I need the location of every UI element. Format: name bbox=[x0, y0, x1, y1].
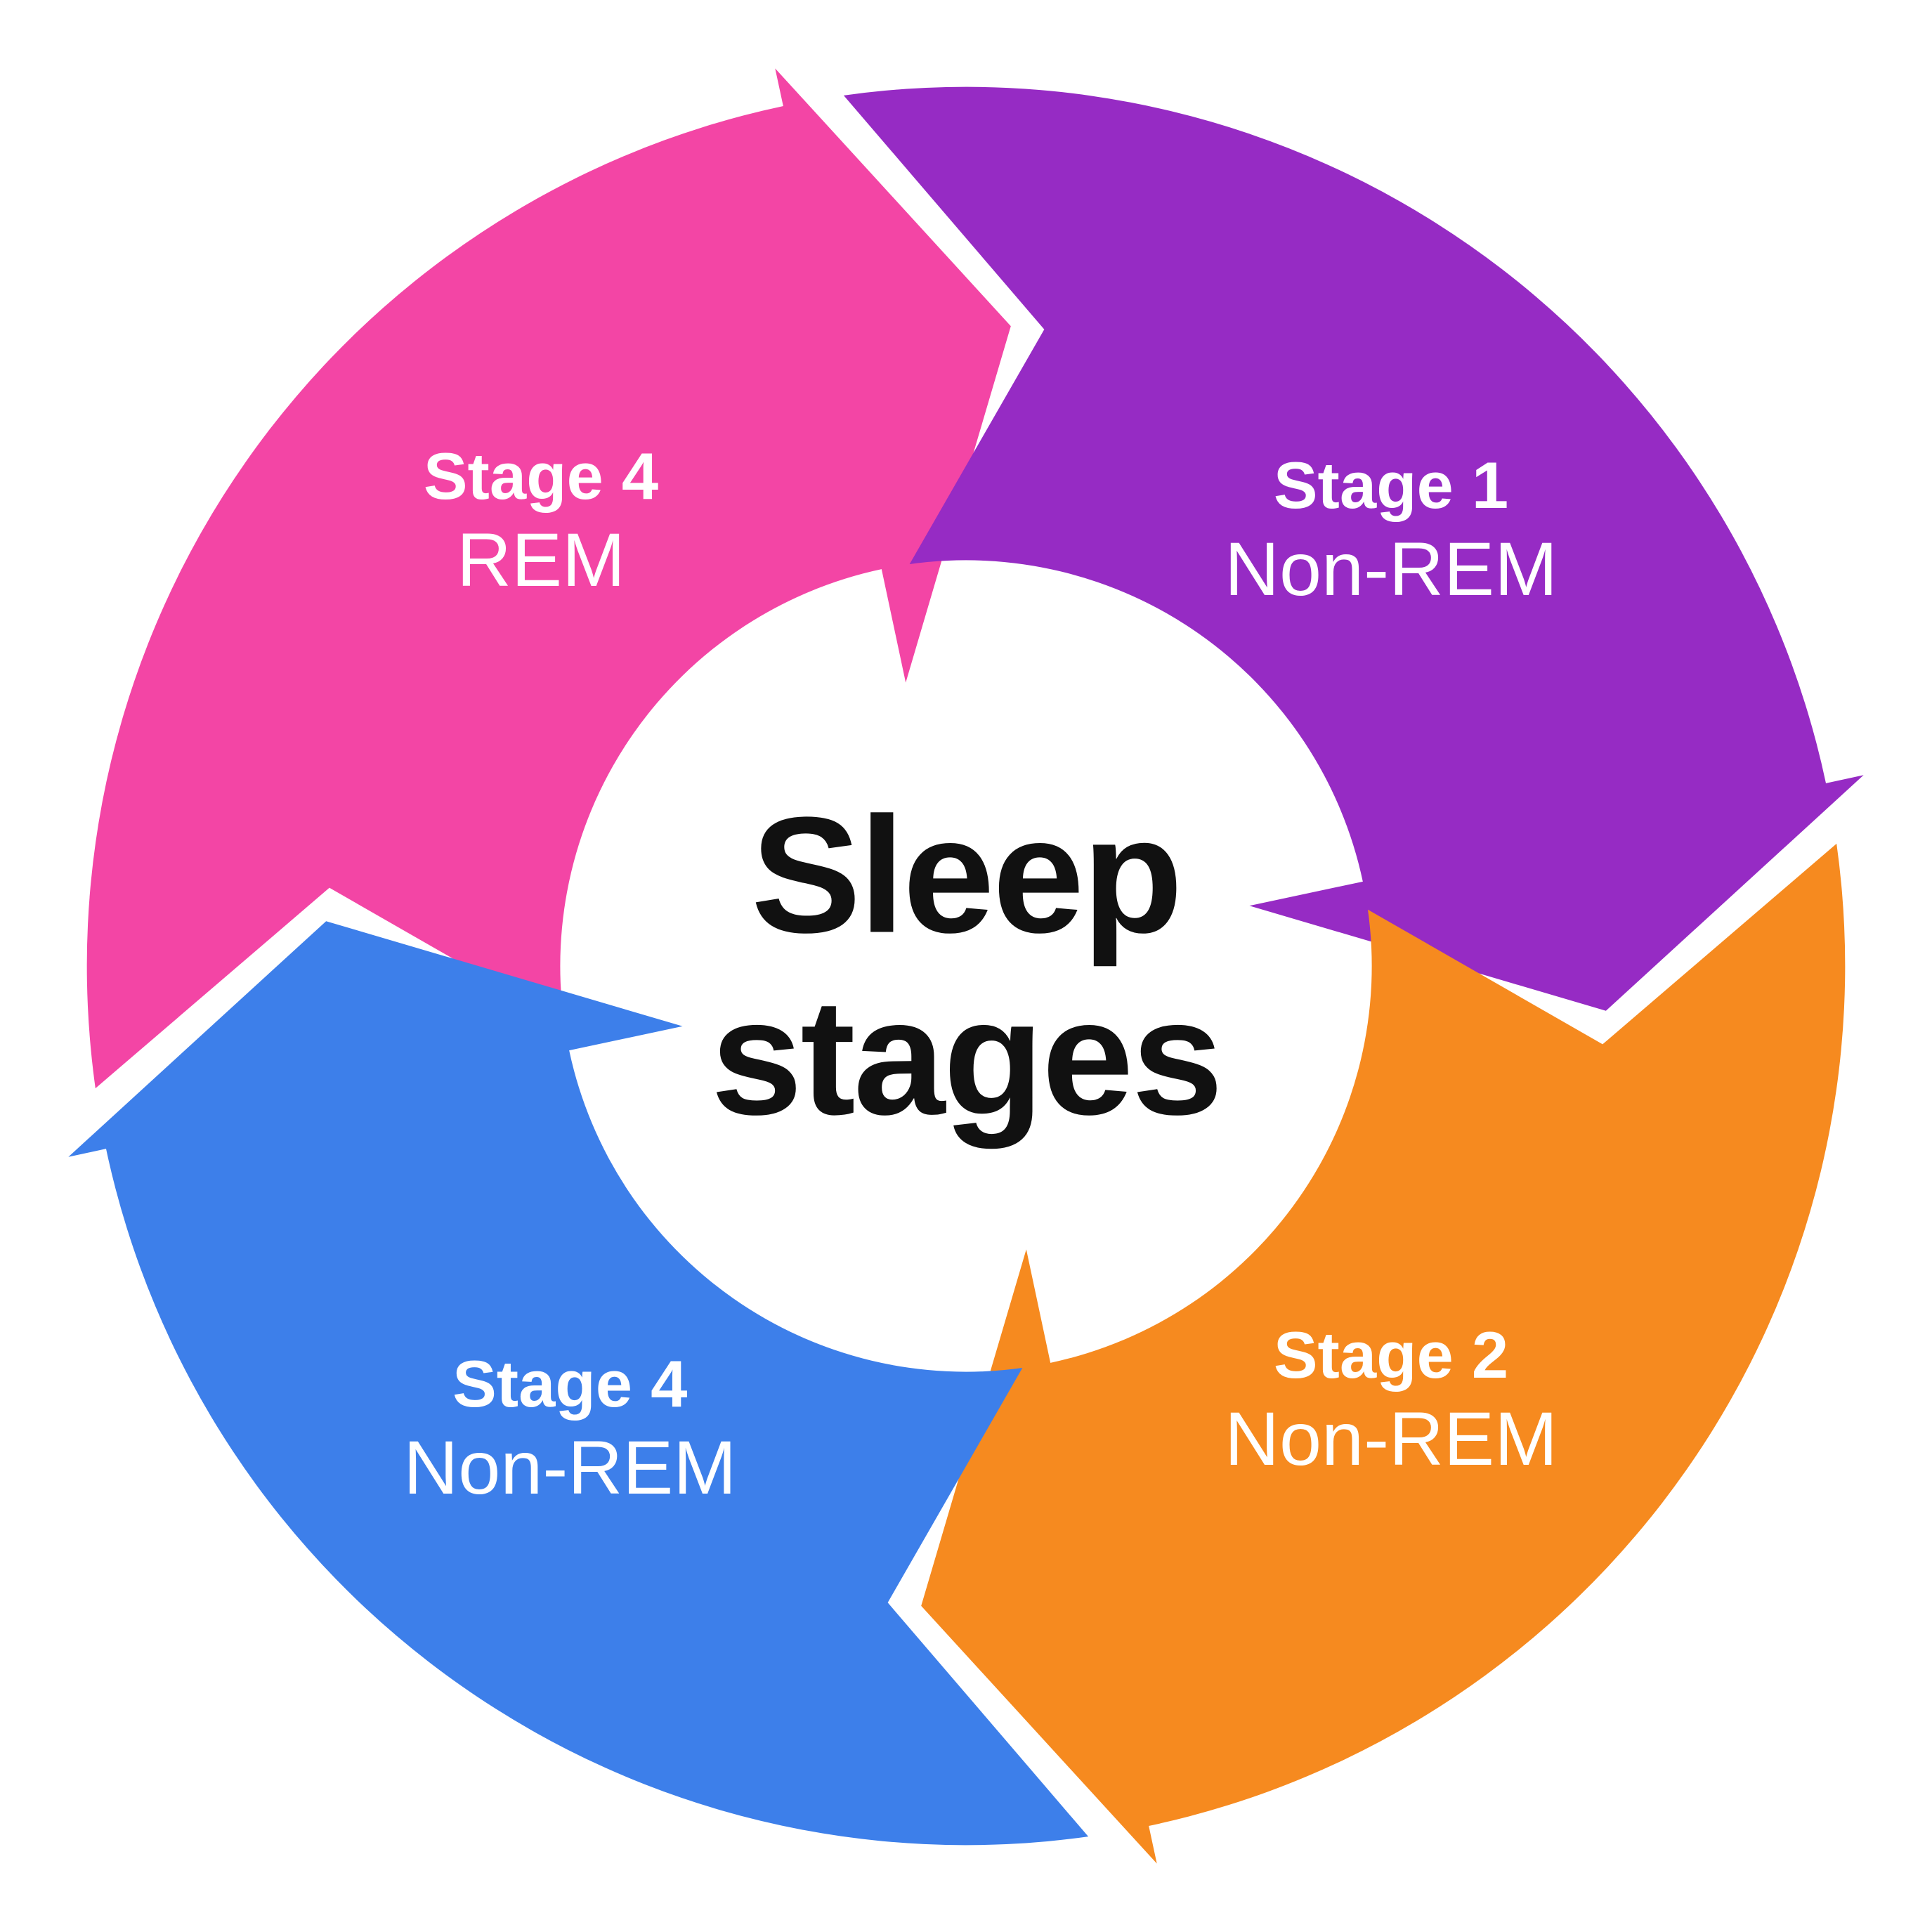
stage-type: Non-REM bbox=[1224, 526, 1558, 612]
diagram-title-line2: stages bbox=[710, 964, 1224, 1149]
stage-name: Stage 4 bbox=[423, 438, 659, 513]
stage-label-bottom-left: Stage 4 Non-REM bbox=[403, 1346, 736, 1513]
stage-label-top-right: Stage 1 Non-REM bbox=[1225, 448, 1558, 615]
stage-label-bottom-right: Stage 2 Non-REM bbox=[1225, 1317, 1558, 1484]
diagram-title: Sleep stages bbox=[710, 782, 1224, 1149]
stage-label-top-left: Stage 4 REM bbox=[424, 438, 658, 606]
stage-type: Non-REM bbox=[1224, 1396, 1558, 1481]
stage-type: REM bbox=[457, 516, 625, 602]
stage-name: Stage 4 bbox=[452, 1347, 688, 1421]
stage-name: Stage 2 bbox=[1273, 1317, 1509, 1392]
stage-type: Non-REM bbox=[403, 1425, 737, 1510]
stage-name: Stage 1 bbox=[1273, 448, 1509, 523]
diagram-title-line1: Sleep bbox=[751, 782, 1183, 967]
